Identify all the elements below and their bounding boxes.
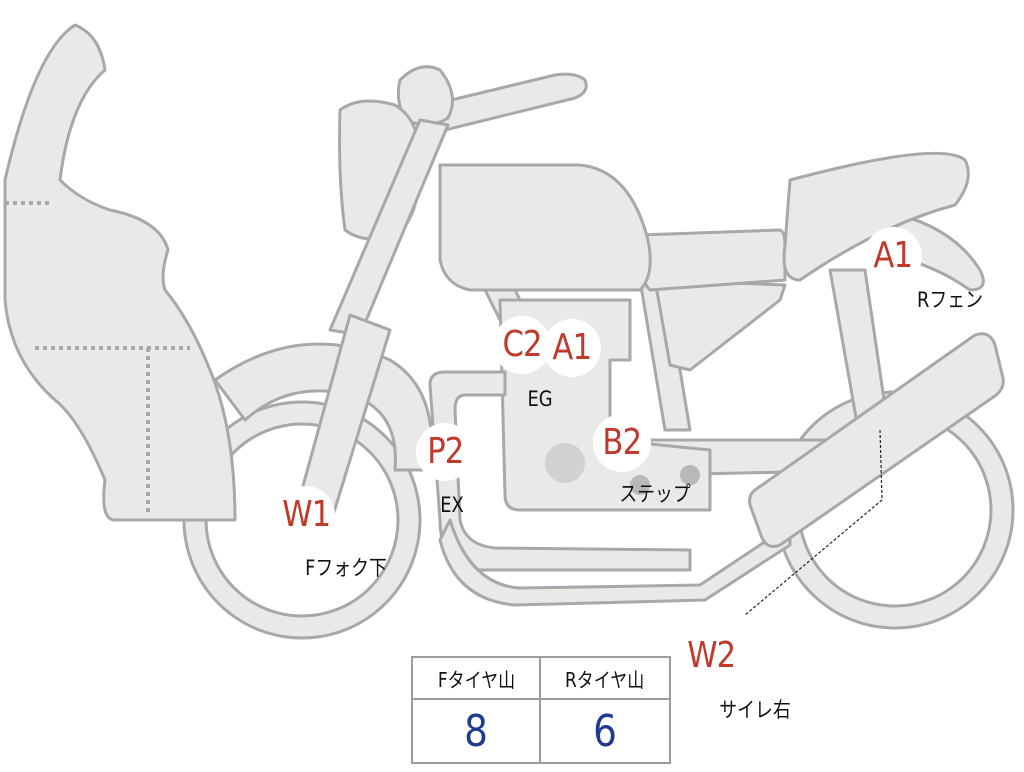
marker-p2-exhaust: P2	[416, 423, 474, 481]
footpeg-left	[630, 475, 650, 495]
cell-value: 6	[593, 705, 617, 757]
header-label: Fタイヤ山	[437, 667, 515, 692]
damage-code: A1	[552, 327, 593, 368]
header-label: Rタイヤ山	[565, 667, 645, 692]
fuel-tank	[438, 163, 652, 292]
table-header-front-tire: Fタイヤ山	[413, 658, 541, 700]
damage-code: A1	[873, 235, 914, 276]
engine-cover	[545, 443, 585, 483]
marker-b2-step: B2	[593, 414, 651, 472]
seat-front	[638, 228, 787, 292]
part-label-rear-fender: Rフェン	[917, 288, 983, 312]
seat-rear	[782, 151, 970, 282]
muffler	[748, 332, 1005, 548]
exhaust-pipe-lower	[438, 518, 792, 607]
part-label-engine: EG	[527, 387, 553, 411]
part-label-step: ステップ	[619, 482, 691, 506]
footpeg-right	[680, 465, 700, 485]
tire-tread-table: Fタイヤ山 Rタイヤ山 8 6	[411, 656, 671, 764]
damage-code: B2	[602, 422, 643, 463]
damage-code: W1	[281, 494, 331, 535]
rear-fender	[888, 213, 985, 292]
table-cell-rear-tire-value: 6	[541, 700, 669, 762]
marker-w2-muffler: W2	[682, 627, 740, 685]
marker-a1-engine: A1	[543, 319, 601, 377]
marker-c2-engine: C2	[493, 316, 551, 374]
leader-line-w2	[744, 429, 883, 616]
damage-code: W2	[686, 635, 736, 676]
marker-a1-rear-fender: A1	[864, 227, 922, 285]
part-label-muffler: サイレ右	[719, 698, 791, 722]
front-fairing	[3, 23, 237, 522]
table-cell-front-tire-value: 8	[413, 700, 541, 762]
damage-code: C2	[502, 324, 542, 365]
side-cover	[653, 278, 787, 372]
marker-w1-front-fork: W1	[277, 486, 335, 544]
table-header-rear-tire: Rタイヤ山	[541, 658, 669, 700]
cell-value: 8	[464, 705, 488, 757]
part-label-front-fork: Fフォク下	[305, 556, 387, 580]
handlebar	[408, 72, 588, 132]
part-label-exhaust: EX	[440, 493, 464, 517]
damage-code: P2	[426, 431, 464, 472]
